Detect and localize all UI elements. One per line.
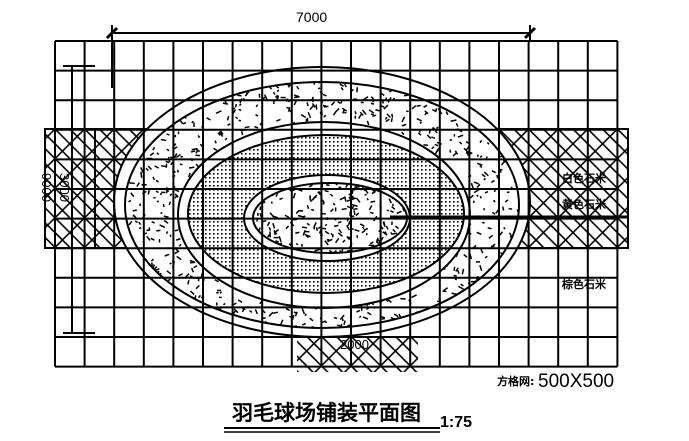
dimension-left-outer: 9000: [38, 173, 54, 202]
dimension-lines: [63, 25, 537, 334]
label-brown-gravel: 棕色石米: [562, 278, 606, 291]
dimension-bottom-path: 2000: [340, 337, 369, 352]
grid-size: 500X500: [538, 371, 615, 392]
label-yellow-gravel: 黄色石米: [562, 198, 606, 211]
dimension-top-width: 7000: [296, 9, 328, 25]
drawing-scale: 1:75: [440, 414, 473, 431]
grid-label: 方格网:: [497, 375, 535, 388]
grid-500x500: [54, 40, 619, 368]
drawing-title: 羽毛球场铺装平面图: [232, 401, 421, 425]
label-white-gravel: 白色石米: [562, 172, 606, 185]
dimension-left-inner: 3000: [56, 173, 72, 202]
